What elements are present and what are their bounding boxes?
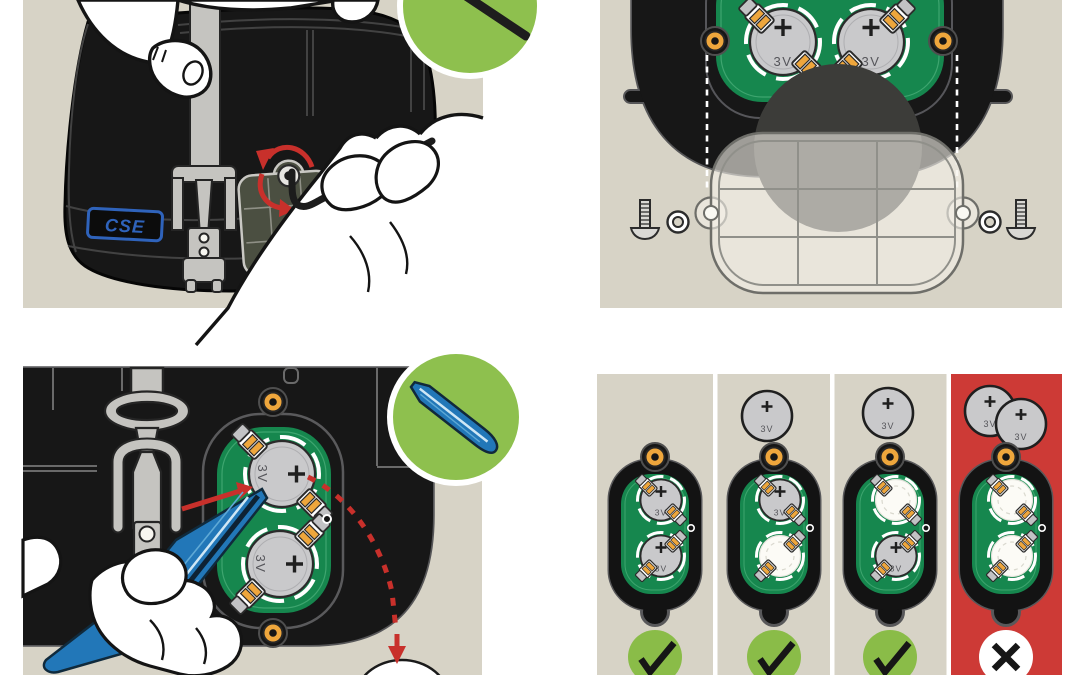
check-icon	[638, 640, 677, 675]
cover-ear-hole	[955, 205, 971, 221]
panel-step1-loosen-screw: CSE	[23, 0, 543, 347]
panel-step3-pry-battery	[21, 348, 525, 675]
removed-battery	[363, 658, 441, 675]
strap-buckle	[171, 0, 237, 293]
thumb-nail	[182, 60, 204, 86]
inset-pry-tool	[387, 348, 525, 486]
holding-hand	[21, 535, 244, 675]
eyelet	[258, 387, 288, 417]
option-2-device	[726, 442, 822, 675]
spare-battery	[740, 389, 794, 443]
option-1-device	[607, 442, 703, 675]
pry-tool-icon	[409, 380, 499, 454]
hex-key-tool	[288, 137, 436, 210]
panel-step2-remove-cover	[600, 0, 1062, 308]
spare-battery	[861, 386, 915, 440]
hex-key-icon	[431, 0, 531, 41]
spare-battery	[994, 397, 1048, 451]
body-seams	[23, 367, 428, 472]
x-icon	[991, 642, 1021, 672]
brand-text: CSE	[104, 215, 145, 237]
option-3-device	[842, 442, 938, 675]
brand-logo: CSE	[86, 206, 164, 243]
check-icon	[757, 640, 796, 675]
eyelet	[928, 26, 958, 56]
strap-buckle	[103, 366, 191, 572]
option-4-device	[958, 442, 1054, 675]
eyelet	[700, 26, 730, 56]
left-hand	[76, 0, 380, 99]
eyelet	[258, 618, 288, 648]
cover-ear-hole	[703, 205, 719, 221]
removal-path-dashed-arrow	[306, 474, 399, 631]
o-ring	[978, 210, 1002, 234]
rotate-counterclockwise-icon	[256, 144, 315, 217]
right-hand-fingers	[320, 140, 440, 212]
cover	[694, 131, 980, 295]
inset-hex-key	[397, 0, 543, 79]
panel-step4-configurations	[597, 374, 1062, 675]
thumb	[120, 548, 188, 606]
check-icon	[873, 640, 912, 675]
o-ring	[666, 210, 690, 234]
